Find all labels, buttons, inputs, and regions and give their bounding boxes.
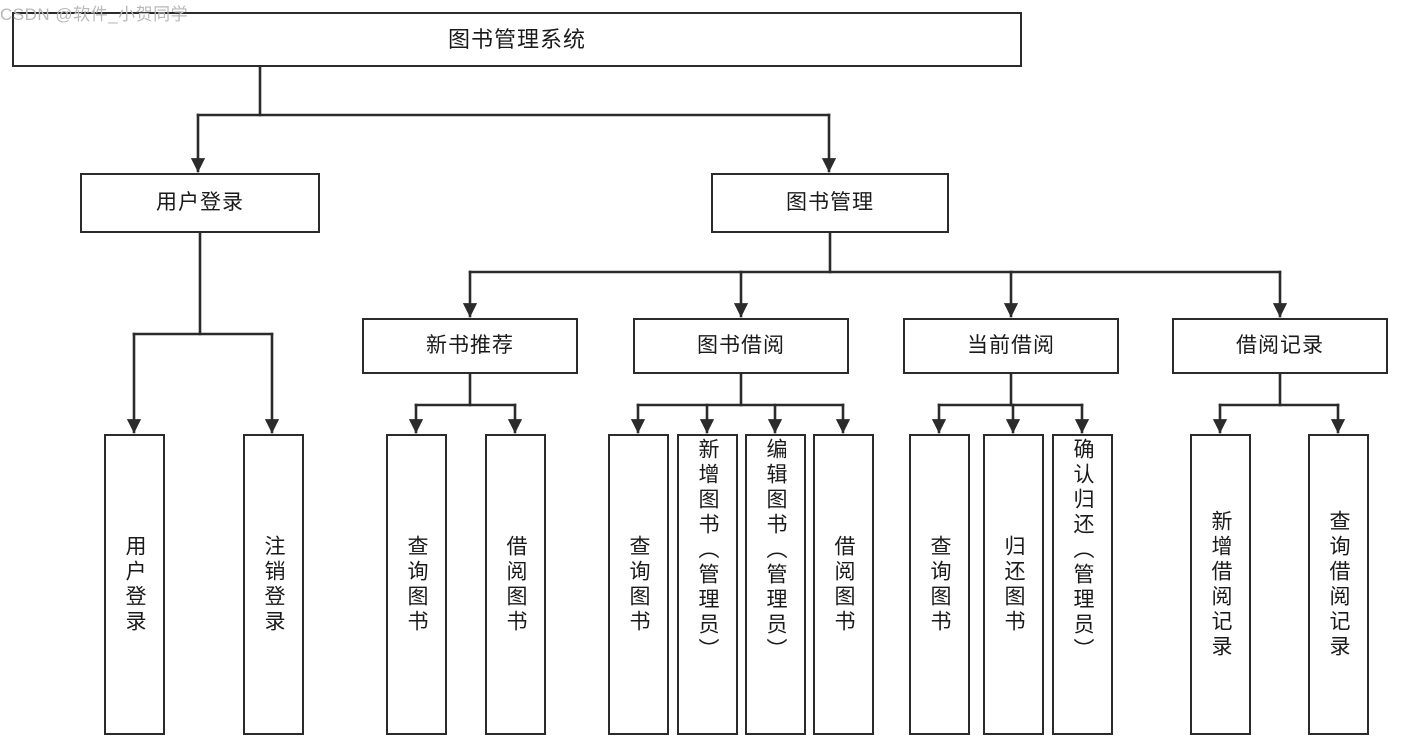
node-book-borrow[interactable]: 图书借阅	[633, 318, 849, 374]
node-label: 图书管理	[786, 190, 874, 214]
node-leaf-query-borrow-record[interactable]: 查询借阅记录	[1308, 434, 1369, 735]
node-label: 查询图书	[405, 534, 428, 635]
node-leaf-query-book-3[interactable]: 查询图书	[909, 434, 970, 735]
node-label: 新增借阅记录	[1209, 509, 1232, 660]
node-label: 借阅记录	[1236, 333, 1324, 357]
node-leaf-add-borrow-record[interactable]: 新增借阅记录	[1190, 434, 1251, 735]
node-label: 借阅图书	[504, 534, 527, 635]
node-leaf-edit-book-admin[interactable]: 编辑图书（管理员）	[745, 434, 806, 735]
connector-lines	[126, 65, 1346, 434]
node-label: 注销登录	[262, 534, 285, 635]
node-label: 查询借阅记录	[1327, 509, 1350, 660]
node-root[interactable]: 图书管理系统	[12, 12, 1022, 67]
node-label: 查询图书	[928, 534, 951, 635]
node-label: 图书管理系统	[447, 26, 586, 52]
node-leaf-add-book-admin[interactable]: 新增图书（管理员）	[677, 434, 738, 735]
node-leaf-query-book-2[interactable]: 查询图书	[608, 434, 669, 735]
node-current-borrow[interactable]: 当前借阅	[903, 318, 1119, 374]
node-label: 新增图书（管理员）	[696, 438, 719, 663]
node-leaf-query-book-1[interactable]: 查询图书	[386, 434, 447, 735]
node-label: 借阅图书	[832, 534, 855, 635]
node-book-manage[interactable]: 图书管理	[711, 173, 949, 233]
node-label: 图书借阅	[697, 333, 785, 357]
node-label: 查询图书	[627, 534, 650, 635]
node-label: 确认归还（管理员）	[1071, 438, 1094, 663]
node-label: 当前借阅	[967, 333, 1055, 357]
node-label: 用户登录	[123, 534, 146, 635]
node-leaf-borrow-book-1[interactable]: 借阅图书	[485, 434, 546, 735]
node-label: 用户登录	[156, 190, 244, 214]
node-leaf-confirm-return-admin[interactable]: 确认归还（管理员）	[1052, 434, 1113, 735]
node-leaf-user-login[interactable]: 用户登录	[104, 434, 165, 735]
node-user-login[interactable]: 用户登录	[80, 173, 320, 233]
node-leaf-borrow-book-2[interactable]: 借阅图书	[813, 434, 874, 735]
node-label: 归还图书	[1002, 534, 1025, 635]
node-label: 编辑图书（管理员）	[764, 438, 787, 663]
node-borrow-record[interactable]: 借阅记录	[1172, 318, 1388, 374]
node-label: 新书推荐	[426, 333, 514, 357]
node-leaf-return-book[interactable]: 归还图书	[983, 434, 1044, 735]
node-new-book-recommend[interactable]: 新书推荐	[362, 318, 578, 374]
node-leaf-logout[interactable]: 注销登录	[243, 434, 304, 735]
